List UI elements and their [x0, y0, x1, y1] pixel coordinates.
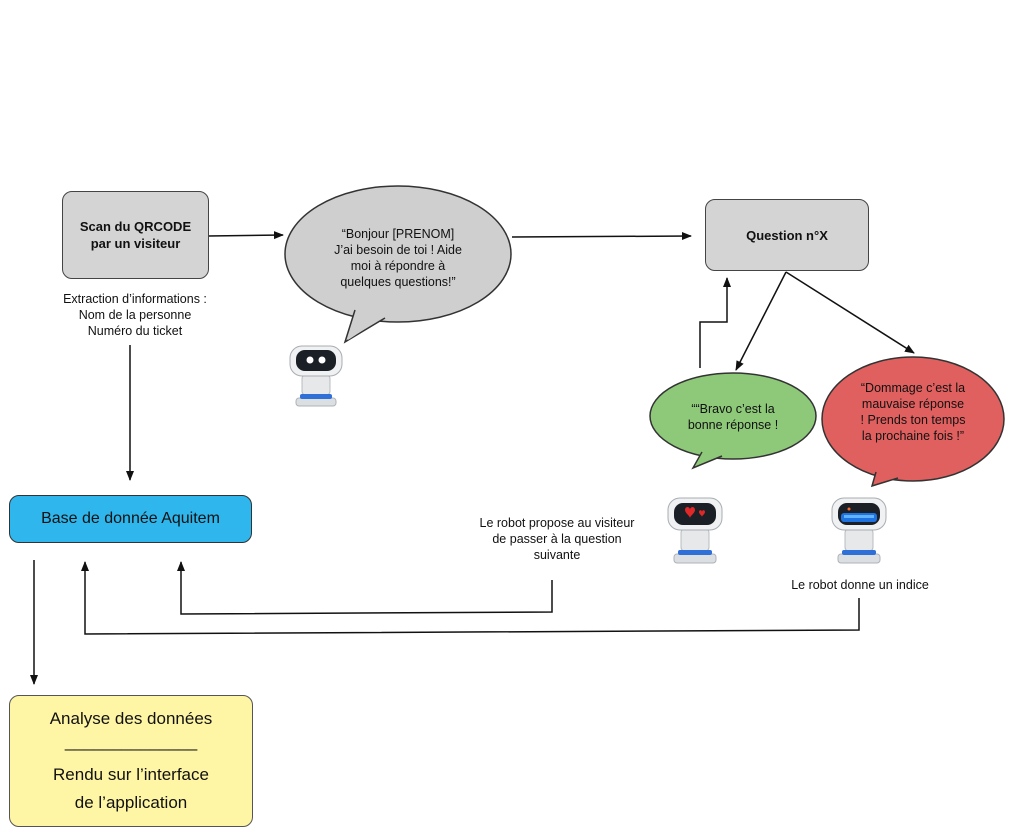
arrow-scan-to-greeting — [207, 231, 284, 240]
robot-proposes-label: Le robot propose au visiteur de passer à… — [479, 516, 635, 562]
wrong-bubble-text: “Dommage c’est la mauvaise réponse ! Pre… — [860, 381, 966, 443]
robot-eyes-icon — [289, 345, 343, 407]
arrow-question-to-correct — [735, 271, 787, 371]
question-box: Question n°X — [705, 199, 869, 271]
robot-heart-icon — [667, 497, 723, 564]
analysis-box: Analyse des données ______________ Rendu… — [9, 695, 253, 827]
arrow-greeting-to-question — [511, 232, 692, 241]
arrow-proposal-to-database — [177, 561, 553, 615]
analysis-render-line2: de l’application — [74, 793, 188, 812]
wrong-bubble-shape — [821, 356, 1005, 488]
analysis-title: Analyse des données — [49, 709, 213, 728]
greeting-bubble-text: “Bonjour [PRENOM] J’ai besoin de toi ! A… — [334, 227, 462, 289]
arrow-hint-to-database — [81, 561, 860, 635]
greeting-bubble-shape — [284, 185, 512, 344]
robot-water-icon — [831, 497, 887, 564]
correct-bubble-text: ““Bravo c’est la bonne réponse ! — [687, 402, 779, 432]
arrow-question-to-wrong — [785, 271, 915, 354]
database-box: Base de donnée Aquitem — [9, 495, 252, 543]
correct-bubble-shape — [649, 372, 817, 470]
robot-hint-label: Le robot donne un indice — [791, 578, 929, 592]
extraction-label: Extraction d’informations : Nom de la pe… — [63, 292, 207, 338]
analysis-render-line1: Rendu sur l’interface — [53, 765, 209, 784]
scan-qrcode-box: Scan du QRCODE par un visiteur — [62, 191, 209, 279]
arrow-correct-to-question — [699, 277, 731, 368]
analysis-separator: ______________ — [64, 732, 198, 751]
